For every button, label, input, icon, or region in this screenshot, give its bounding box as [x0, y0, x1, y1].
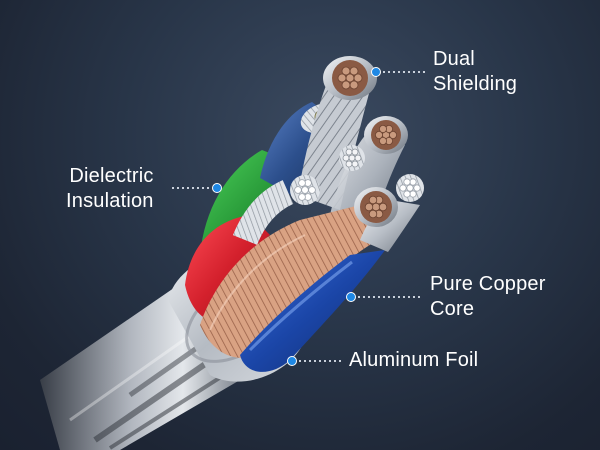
- marker-aluminum-foil: [287, 356, 297, 366]
- label-line: Core: [430, 298, 475, 320]
- callout-leaders: [172, 67, 425, 366]
- label-line: Dual: [433, 48, 475, 70]
- label-pure-copper-core: Pure Copper Core: [430, 272, 546, 322]
- label-line: Dielectric: [69, 165, 154, 187]
- label-line: Insulation: [66, 190, 154, 212]
- label-line: Shielding: [433, 73, 518, 95]
- marker-dual-shielding: [371, 67, 381, 77]
- copper-core: [200, 205, 378, 358]
- label-dual-shielding: Dual Shielding: [433, 47, 517, 97]
- marker-dielectric-insulation: [212, 183, 222, 193]
- red-wire: [185, 175, 320, 322]
- shielding-braid: [298, 56, 377, 210]
- label-line: Pure Copper: [430, 273, 546, 295]
- label-line: Aluminum Foil: [349, 349, 479, 371]
- copper-pair-right: [354, 174, 424, 252]
- blue-wire: [240, 250, 385, 372]
- label-aluminum-foil: Aluminum Foil: [349, 348, 478, 373]
- marker-pure-copper-core: [346, 292, 356, 302]
- label-dielectric-insulation: Dielectric Insulation: [66, 164, 154, 214]
